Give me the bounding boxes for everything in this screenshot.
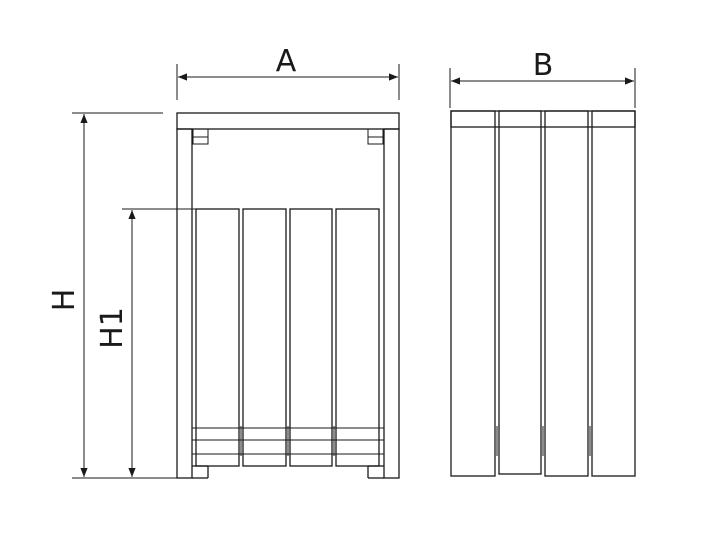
dimension-h1-label: H1 — [95, 307, 130, 349]
dimension-a-label: A — [276, 44, 297, 79]
side-panel-4 — [591, 110, 636, 477]
dimension-b: B — [449, 48, 636, 108]
front-panel-3 — [289, 208, 333, 467]
front-right-post — [383, 128, 400, 479]
front-panel-4 — [335, 208, 380, 467]
front-top-rail — [176, 112, 400, 130]
dimension-h1: H1 — [95, 208, 205, 477]
side-panel-1 — [450, 110, 496, 477]
side-view — [450, 110, 636, 477]
dimension-b-label: B — [533, 48, 554, 83]
dimension-h: H — [47, 112, 190, 479]
front-view — [176, 112, 400, 479]
front-panel-1 — [195, 208, 240, 467]
dimension-a: A — [176, 44, 400, 100]
front-panel-2 — [242, 208, 287, 467]
side-top-rail — [450, 110, 636, 128]
side-panel-3 — [544, 110, 589, 477]
front-left-post — [176, 128, 193, 479]
dimension-h-label: H — [47, 289, 82, 312]
side-panel-2 — [498, 110, 542, 475]
